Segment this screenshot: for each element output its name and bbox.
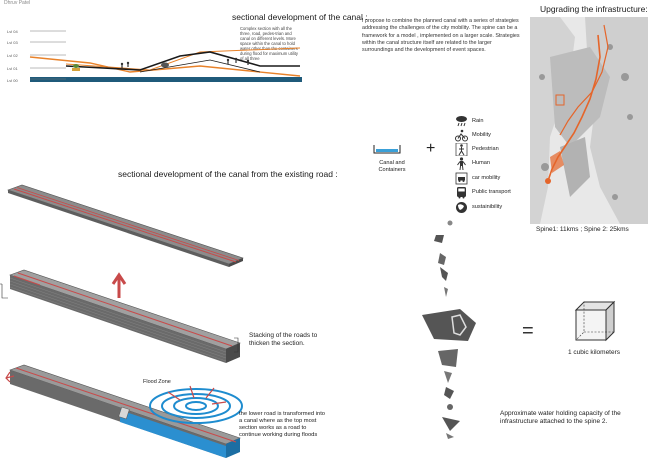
flood-road-block	[5, 364, 241, 458]
road-black-line	[65, 51, 300, 71]
catchment-shapes	[422, 220, 476, 439]
single-road-slab	[7, 184, 244, 267]
cube-label: 1 cubic kilometers	[568, 349, 621, 356]
pedestrian-icon	[455, 142, 468, 157]
city-map	[530, 17, 648, 224]
level-label-04: Lvl 04	[7, 29, 18, 34]
tree-icon-2	[73, 64, 79, 68]
stack-up-arrow	[111, 272, 127, 298]
upgrade-title: Upgrading the infrastructure:	[540, 4, 648, 14]
section-note: Complex section with all the three, road…	[240, 26, 298, 61]
legend-label-bus: Public transport	[472, 189, 511, 195]
level-label-01: Lvl 01	[7, 66, 18, 71]
author-name: Dhruv Patel	[4, 0, 31, 6]
flood-arrows	[167, 385, 227, 405]
lower-road-caption: the lower road is transformed into a can…	[239, 411, 326, 438]
orange-canal-line	[29, 56, 301, 77]
level-label-03: Lvl 03	[7, 40, 18, 45]
section-drawing	[29, 30, 302, 82]
equals-sign: =	[522, 320, 534, 342]
route-node-3	[545, 178, 551, 184]
canal-container-icon	[373, 145, 401, 154]
plus-sign: +	[426, 140, 436, 157]
pedestrian-line	[139, 59, 261, 73]
flood-zone-label: Flood Zone	[143, 379, 171, 385]
legend-label-mobility: Mobility	[472, 132, 491, 138]
legend-label-sustainability: sustainibility	[472, 204, 503, 210]
globe-icon	[455, 201, 468, 214]
cyclist-icon	[455, 129, 468, 142]
level-label-00: Lvl 00	[7, 78, 18, 83]
section-title: sectional development of the canal :	[232, 12, 368, 22]
human-icon	[455, 157, 468, 171]
flood-rings	[149, 388, 243, 424]
water-band	[30, 77, 302, 82]
stacked-road-block	[0, 269, 241, 363]
cube-icon	[574, 300, 616, 342]
route-node-2	[550, 151, 564, 173]
vehicle-icon	[72, 68, 80, 71]
road-stacks-drawing	[0, 184, 244, 458]
capacity-caption: Approximate water holding capacity of th…	[500, 410, 621, 425]
level-label-02: Lvl 02	[7, 53, 18, 58]
car-icon	[455, 172, 468, 185]
legend-label-car: car mobility	[472, 175, 501, 181]
rain-icon	[455, 115, 468, 128]
map-caption: Spine1: 11kms ; Spine 2: 25kms	[536, 226, 629, 233]
legend-label-human: Human	[472, 160, 491, 166]
orange-route-line	[65, 47, 301, 71]
road-title: sectional development of the canal from …	[118, 169, 338, 179]
main-catchment-shape	[422, 309, 476, 341]
canal-label: Canal and Containers	[378, 160, 406, 173]
spine-2-route	[559, 24, 609, 136]
stacking-caption: Stacking of the roads to thicken the sec…	[249, 332, 318, 347]
legend-label-pedestrian: Pedestrian	[472, 146, 499, 152]
bus-icon	[455, 186, 468, 199]
intro-paragraph: I propose to combine the planned canal w…	[362, 18, 520, 54]
tree-icon	[161, 62, 169, 68]
route-node-1	[555, 94, 565, 106]
legend-label-rain: Rain	[472, 118, 484, 124]
